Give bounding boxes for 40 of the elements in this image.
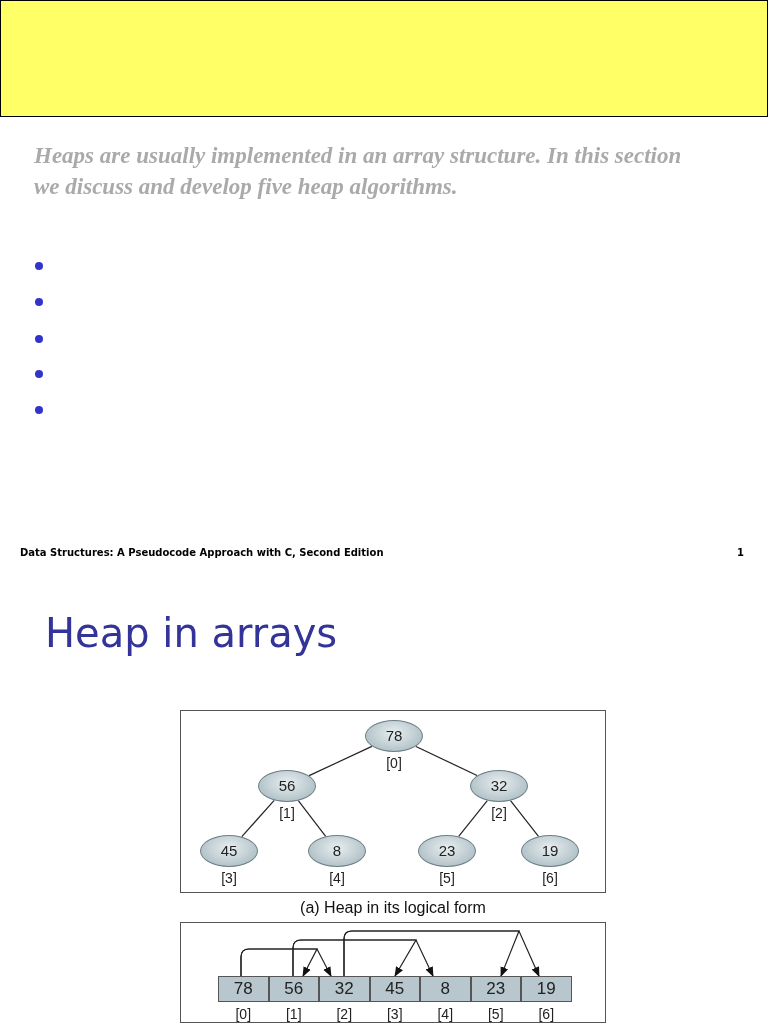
index-label: [5] (486, 1005, 505, 1024)
index-label: [1] (278, 804, 296, 823)
index-label: [0] (234, 1005, 253, 1024)
index-label: [2] (490, 804, 508, 823)
array-cell: 32 (319, 976, 370, 1002)
page-number: 1 (737, 546, 744, 560)
connector-line (297, 800, 327, 837)
index-label: [1] (284, 1005, 303, 1024)
heap-node-ellipse: 56 (258, 770, 316, 802)
heap-node-ellipse: 45 (200, 835, 258, 867)
connector-line (415, 745, 478, 777)
index-label: [3] (220, 869, 238, 888)
array-cell: 23 (470, 976, 521, 1002)
slide-title: Heap in arrays (45, 609, 338, 658)
array-cell: 8 (420, 976, 471, 1002)
index-label: [2] (335, 1005, 354, 1024)
arrow (240, 948, 332, 977)
footer-text: Data Structures: A Pseudocode Approach with C, Second Edition (20, 546, 384, 560)
index-label: [4] (328, 869, 346, 888)
array-cell: 56 (268, 976, 319, 1002)
index-label: [0] (385, 754, 403, 773)
array-cell: 45 (369, 976, 420, 1002)
figure-frame (180, 710, 606, 893)
index-label: [5] (438, 869, 456, 888)
heap-node-ellipse: 8 (308, 835, 366, 867)
connector-line (509, 800, 540, 837)
index-label: [6] (537, 1005, 556, 1024)
index-label: [3] (385, 1005, 404, 1024)
heap-node-ellipse: 78 (365, 720, 423, 752)
array-cell: 78 (218, 976, 269, 1002)
figure-frame (180, 922, 606, 1023)
index-label: [4] (436, 1005, 455, 1024)
intro-paragraph: Heaps are usually implemented in an array structure. In this section we discuss and develop five heap algorithms. (34, 142, 683, 201)
index-label: [6] (541, 869, 559, 888)
connector-line (458, 800, 488, 837)
array-cell: 19 (521, 976, 572, 1002)
heap-node-ellipse: 32 (470, 770, 528, 802)
heap-node-ellipse: 23 (418, 835, 476, 867)
heap-node-ellipse: 19 (521, 835, 579, 867)
figure-caption: (a) Heap in its logical form (299, 898, 487, 918)
